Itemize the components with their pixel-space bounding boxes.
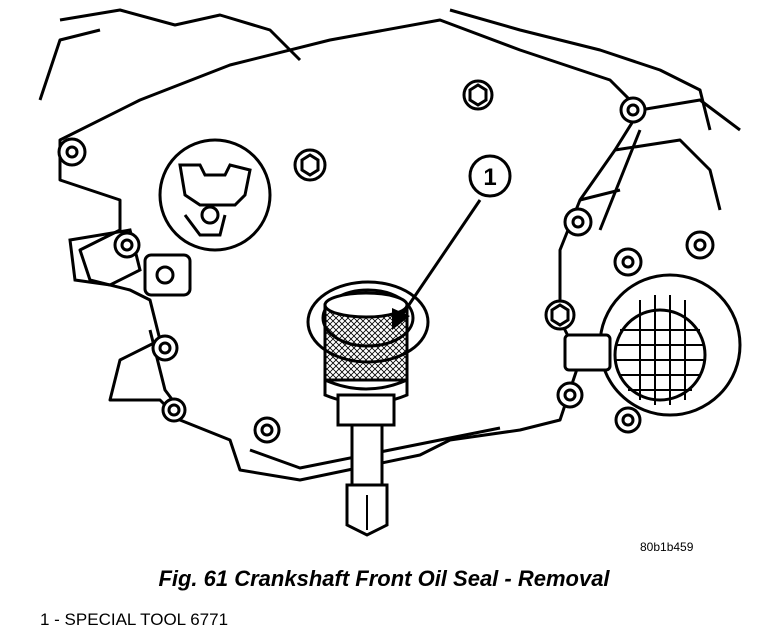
special-tool <box>323 291 409 537</box>
bolt <box>151 334 179 362</box>
callout-1: 1 <box>468 154 512 198</box>
image-id-label: 80b1b459 <box>640 540 694 554</box>
legend-item: 1 - SPECIAL TOOL 6771 <box>40 610 229 629</box>
oil-pump-recess <box>158 138 272 252</box>
figure-caption: Fig. 61 Crankshaft Front Oil Seal - Remo… <box>158 566 610 591</box>
left-bracket <box>68 228 192 297</box>
bolt <box>563 207 593 237</box>
bolt <box>619 96 647 124</box>
legend: 1 - SPECIAL TOOL 6771 <box>40 610 228 630</box>
cover-bolts <box>57 79 715 444</box>
bolt <box>556 381 584 409</box>
bolt <box>685 230 715 260</box>
bolt <box>57 137 87 167</box>
bolt <box>462 79 494 111</box>
alternator <box>563 273 742 417</box>
timing-cover-outline <box>38 8 741 482</box>
bolt <box>614 406 642 434</box>
callout-number: 1 <box>483 164 496 191</box>
engine-front-cover-illustration: 1 <box>38 8 742 537</box>
callout-arrow <box>392 199 482 330</box>
bolt <box>161 397 187 423</box>
bolt <box>293 148 327 182</box>
bolt <box>253 416 281 444</box>
bolt <box>613 247 643 277</box>
bolt <box>113 231 141 259</box>
bolt <box>544 299 576 331</box>
